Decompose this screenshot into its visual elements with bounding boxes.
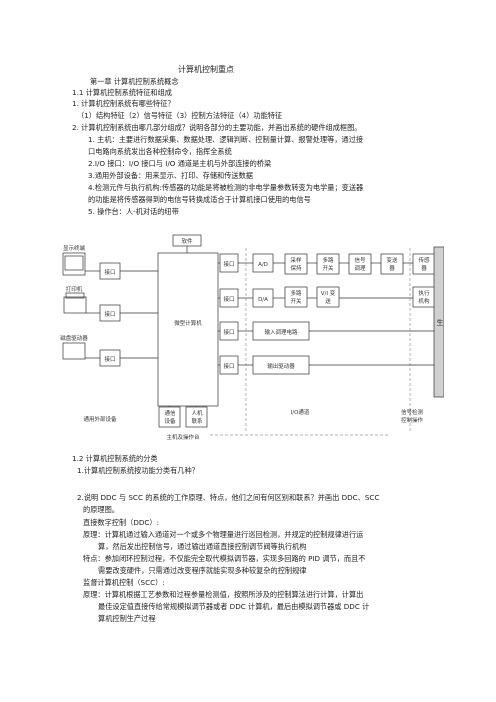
ddc-feature-cont: 需要改变硬件，只需通过改变程序就能实现多种较复杂的控制规律 (98, 566, 307, 575)
svg-text:多路: 多路 (322, 256, 334, 264)
section-1-2-heading: 1.2 计算机控制系统的分类 (72, 454, 158, 463)
svg-text:控制操作: 控制操作 (401, 416, 424, 424)
svg-text:设备: 设备 (164, 417, 176, 425)
scc-principle-cont-2: 算机控制生产过程 (98, 614, 156, 623)
svg-text:送: 送 (325, 297, 331, 305)
mux-switch-box (316, 253, 340, 275)
svg-text:接口: 接口 (223, 295, 234, 303)
mux-switch2-box (284, 286, 308, 308)
svg-text:接口: 接口 (104, 268, 115, 276)
svg-text:生: 生 (437, 318, 444, 327)
section-heading: 1.1 计算机控制系统特征和组成 (72, 88, 172, 97)
da-label: D/A (258, 297, 268, 303)
vi-conv-box (316, 286, 340, 308)
question-3: 1.计算机控制系统按功能分类有几种？ (77, 466, 199, 475)
ddc-title: 直接数字控制（DDC）: (83, 518, 160, 527)
ddc-feature: 特点：参加闭环控制过程，不仅能完全取代模拟调节器，实现多回路的 PID 调节，而… (83, 554, 366, 563)
svg-text:人机: 人机 (191, 409, 203, 417)
output-drv-label: 输出驱动器 (267, 362, 295, 370)
svg-text:开关: 开关 (322, 264, 334, 272)
svg-text:接口: 接口 (223, 260, 234, 268)
microcomputer-box (157, 252, 219, 407)
svg-text:器: 器 (421, 265, 427, 272)
svg-text:调理: 调理 (354, 264, 366, 272)
svg-text:接口: 接口 (223, 362, 234, 370)
answer-2-item-2: 2.I/O 接口：I/O 接口与 I/O 通道是主机与外部连接的桥梁 (88, 159, 272, 168)
hardware-block-diagram: 软件 显示终端 打印机 磁盘驱动器 接口 接口 接口 微型计算机 接口 接口 接… (60, 234, 444, 441)
svg-text:接口: 接口 (104, 355, 115, 363)
answer-1: （1）结构特征（2）信号特征（3）控制方法特征（4）功能特征 (77, 111, 283, 120)
svg-text:联系: 联系 (191, 417, 203, 425)
comm-box (158, 406, 181, 428)
svg-text:通信: 通信 (164, 409, 176, 417)
general-periph-label: 通用外部设备 (83, 415, 117, 423)
answer-2-item-4-cont: 的功能是将传感器得到的电信号转换成适合于计算机接口使用的电信号 (88, 195, 311, 204)
answer-2-item-4: 4.检测元件与执行机构:传感器的功能是将被检测的非电学量参数转变为电学量；变送器 (88, 183, 364, 192)
answer-2-item-5: 5. 操作台：人-机对话的纽带 (88, 207, 179, 216)
scc-principle: 原理：计算机根据工艺参数和过程参量检测值，按照所涉及的控制算法进行计算，计算出 (83, 590, 364, 599)
io-channel-label: I/O通道 (291, 408, 310, 416)
display-terminal-box (62, 252, 86, 276)
question-4: 2.说明 DDC 与 SCC 的系统的工作原理、特点，他们之间有何区别和联系？并… (77, 493, 380, 502)
scc-principle-cont: 最佳设定值直接传给常规模拟调节器或者 DDC 计算机，最后由模拟调节器或 DDC… (98, 602, 370, 611)
display-label: 显示终端 (63, 244, 86, 252)
svg-text:采样: 采样 (290, 256, 302, 264)
printer-box (63, 296, 87, 314)
svg-text:传感: 传感 (418, 256, 430, 264)
svg-text:V/I 变: V/I 变 (321, 289, 336, 297)
svg-text:机构: 机构 (418, 297, 430, 305)
scc-title: 监督计算机控制（SCC）: (83, 578, 165, 587)
ddc-principle: 原理：计算机通过输入通道对一个或多个物理量进行巡回检测，并规定的控制规律进行运 (83, 530, 364, 539)
input-cond-label: 输入调理电路 (264, 328, 298, 336)
disk-drive-box (62, 342, 86, 360)
svg-text:开关: 开关 (290, 297, 302, 305)
svg-text:多路: 多路 (290, 289, 302, 297)
ad-label: A/D (258, 262, 268, 268)
signal-cond-box (348, 253, 372, 275)
chapter-heading: 第一章 计算机控制系统概念 (90, 77, 179, 86)
transmitter-box (380, 253, 404, 275)
console-label: 主机及操作台 (166, 433, 200, 441)
svg-text:器: 器 (389, 265, 395, 272)
svg-text:执行: 执行 (418, 289, 430, 297)
question-4-cont: 的原理图。 (83, 505, 119, 514)
svg-text:保持: 保持 (290, 264, 302, 272)
micro-label: 微型计算机 (174, 319, 202, 327)
svg-text:接口: 接口 (223, 328, 234, 336)
printer-label: 打印机 (66, 285, 83, 293)
svg-text:接口: 接口 (104, 310, 115, 318)
answer-2-item-1: 1. 主机：主要进行数据采集、数据处理、逻辑判断、控制量计算、报警处理等，通过接 (88, 135, 364, 144)
svg-text:变送: 变送 (386, 256, 398, 264)
answer-2-item-3: 3.通用外部设备：用来显示、打印、存储和传送数据 (88, 171, 253, 180)
ddc-principle-cont: 算，然后发出控制信号，通过输出通道直接控制调节阀等执行机构 (98, 542, 307, 551)
software-label: 软件 (181, 237, 193, 245)
answer-2-item-1-cont: 口电路向系统发出各种控制命令，指挥全系统 (88, 147, 232, 156)
question-1: 1. 计算机控制系统有哪些特征？ (72, 99, 175, 108)
svg-text:信号: 信号 (354, 256, 366, 264)
svg-text:信号检测: 信号检测 (401, 408, 424, 416)
doc-title: 计算机控制重点 (178, 65, 234, 74)
hmi-box (185, 406, 208, 428)
sample-hold-box (284, 253, 308, 275)
question-2: 2. 计算机控制系统由哪几部分组成？说明各部分的主要功能，并画出系统的硬件组成框… (72, 123, 362, 132)
disk-label: 磁盘驱动器 (60, 334, 88, 342)
